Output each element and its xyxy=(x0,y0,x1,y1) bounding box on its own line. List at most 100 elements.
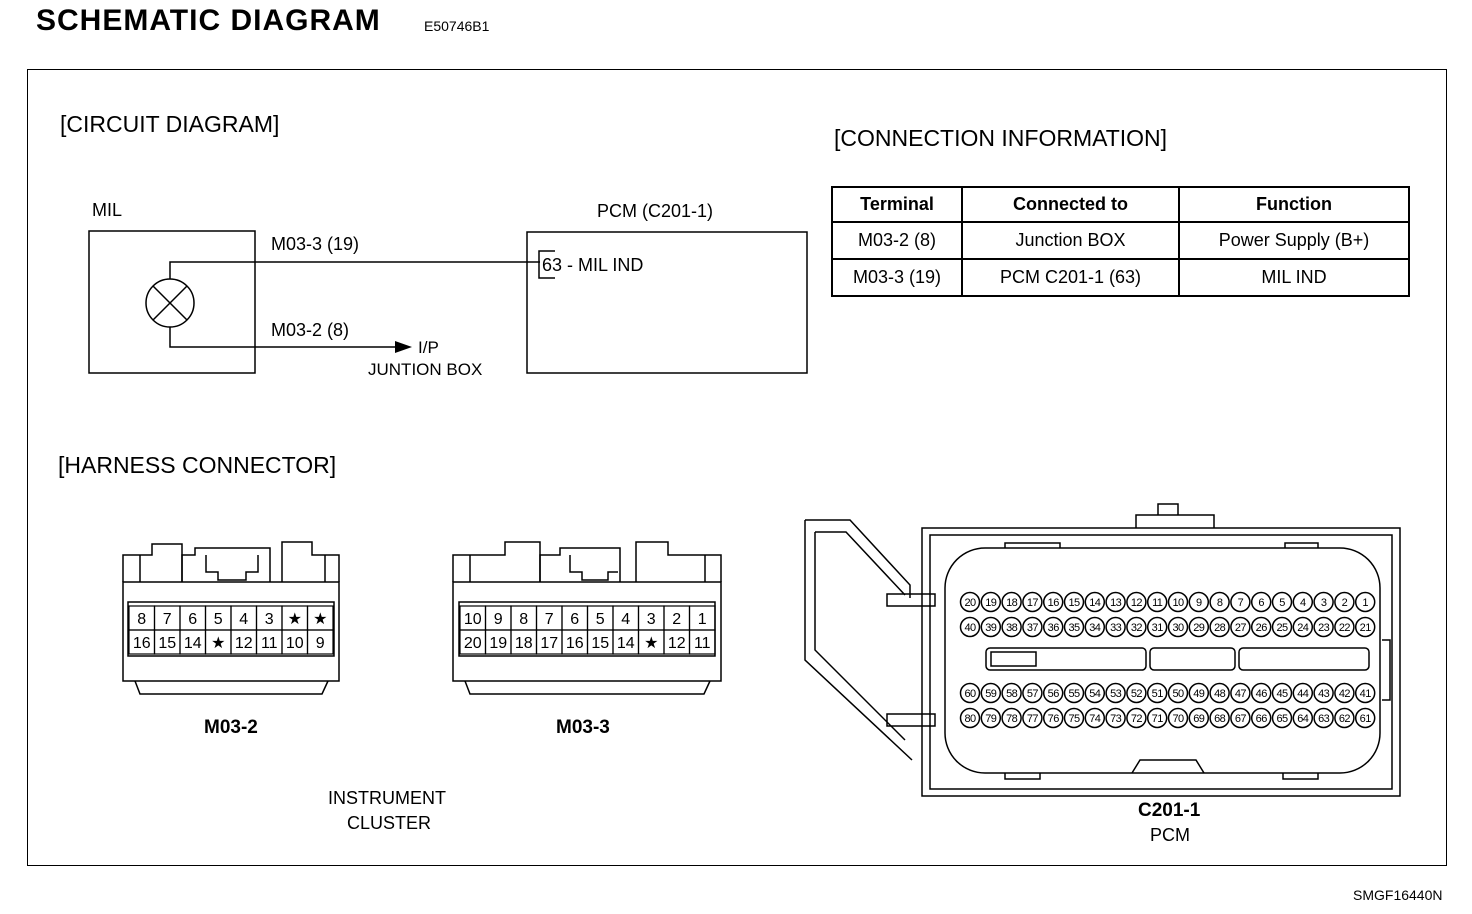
pcm-pin xyxy=(980,591,1002,613)
table-row: M03-3 (19) PCM C201-1 (63) MIL IND xyxy=(831,258,1410,297)
pcm-pin-number: 27 xyxy=(1235,622,1247,634)
pin-number: 3 xyxy=(647,611,656,628)
cluster-label-line2: CLUSTER xyxy=(347,813,432,833)
pin-number: 5 xyxy=(596,611,605,628)
pcm-pin-number: 59 xyxy=(985,688,997,700)
page-title: SCHEMATIC DIAGRAM xyxy=(36,4,381,37)
pin-number: 17 xyxy=(540,635,558,652)
pcm-pin-number: 61 xyxy=(1360,713,1372,725)
pcm-pin-number: 51 xyxy=(1152,688,1164,700)
pin-number: 20 xyxy=(464,635,482,652)
pcm-pin xyxy=(1292,591,1314,613)
arrow-target-line2: JUNTION BOX xyxy=(368,360,483,379)
pcm-pin xyxy=(1022,707,1043,729)
pin-number: 16 xyxy=(133,635,151,652)
pin-number: 9 xyxy=(316,635,325,652)
pcm-pin xyxy=(1042,616,1064,638)
pcm-pin-number: 3 xyxy=(1321,597,1327,609)
pin-number: 16 xyxy=(566,635,584,652)
pcm-pin-number: 44 xyxy=(1297,688,1309,700)
pcm-pin xyxy=(1271,707,1293,729)
pcm-pin xyxy=(980,707,1002,729)
pcm-pin-number: 5 xyxy=(1279,597,1285,609)
pcm-pin-number: 8 xyxy=(1217,597,1223,609)
pcm-pin-number: 40 xyxy=(964,622,976,634)
pcm-pin-number: 66 xyxy=(1256,713,1268,725)
pcm-pin xyxy=(1084,591,1106,613)
pcm-pin-number: 12 xyxy=(1131,597,1143,609)
pcm-pin xyxy=(1001,682,1022,704)
arrow-icon xyxy=(395,341,412,353)
pcm-pin xyxy=(1250,682,1272,704)
connector-m03-2-body xyxy=(122,541,340,695)
pcm-pin xyxy=(1230,616,1251,638)
connector-cavity xyxy=(688,629,716,655)
pcm-pin xyxy=(1063,682,1085,704)
pcm-pin xyxy=(1084,707,1106,729)
pcm-pin-number: 62 xyxy=(1339,713,1351,725)
connection-table: Terminal Connected to Function M03-2 (8)… xyxy=(831,186,1410,297)
pcm-pin-number: 29 xyxy=(1193,622,1205,634)
pcm-pin xyxy=(1271,616,1293,638)
pcm-pin xyxy=(1063,707,1085,729)
pcm-pin-number: 73 xyxy=(1110,713,1122,725)
pin-number: 15 xyxy=(591,635,609,652)
pcm-pin-number: 16 xyxy=(1048,597,1060,609)
pcm-pin xyxy=(1105,616,1126,638)
pcm-pin-number: 7 xyxy=(1238,597,1244,609)
pin-number: ★ xyxy=(644,635,658,652)
pcm-pin xyxy=(980,616,1002,638)
header-function: Function xyxy=(1178,186,1410,223)
pcm-pin xyxy=(1063,591,1085,613)
connector-c201-body xyxy=(804,503,1401,797)
pcm-pin-number: 23 xyxy=(1318,622,1330,634)
pcm-pin-number: 15 xyxy=(1068,597,1080,609)
pin-number: 8 xyxy=(519,611,528,628)
pcm-pin xyxy=(1022,682,1043,704)
pin-number: 10 xyxy=(464,611,482,628)
pcm-pin-number: 75 xyxy=(1068,713,1080,725)
diagram-frame xyxy=(27,69,1447,866)
pin-number: 14 xyxy=(184,635,202,652)
pcm-pin xyxy=(1313,591,1334,613)
pcm-pin-number: 9 xyxy=(1196,597,1202,609)
pcm-pin xyxy=(1271,591,1293,613)
pcm-pin xyxy=(1001,616,1022,638)
pcm-pin xyxy=(1313,682,1334,704)
table-cell: M03-3 (19) xyxy=(831,258,963,297)
pcm-pin xyxy=(1334,616,1355,638)
pin-number: 19 xyxy=(489,635,507,652)
pcm-pin xyxy=(1042,591,1064,613)
pcm-box xyxy=(526,231,808,374)
pin-number: 14 xyxy=(617,635,635,652)
pin-number: ★ xyxy=(288,611,302,628)
pcm-pin xyxy=(1042,682,1064,704)
pcm-pin xyxy=(1354,616,1376,638)
pcm-pin xyxy=(1167,707,1189,729)
pcm-pin-number: 28 xyxy=(1214,622,1226,634)
pin-number: 1 xyxy=(698,611,707,628)
pcm-pin-number: 35 xyxy=(1068,622,1080,634)
pcm-pin xyxy=(1146,707,1168,729)
pin-63-bracket xyxy=(538,250,555,279)
pin-number: ★ xyxy=(313,611,327,628)
pcm-pin-number: 78 xyxy=(1006,713,1018,725)
pcm-pin xyxy=(1126,616,1147,638)
table-cell: Power Supply (B+) xyxy=(1178,221,1410,260)
pcm-pin xyxy=(1105,707,1126,729)
pcm-pin xyxy=(1167,616,1189,638)
pin-number: 2 xyxy=(672,611,681,628)
pin-number: 6 xyxy=(570,611,579,628)
pcm-pin xyxy=(959,591,981,613)
pcm-pin-number: 18 xyxy=(1006,597,1018,609)
pin-number: 7 xyxy=(545,611,554,628)
document-code: E50746B1 xyxy=(424,18,490,34)
pin-number: 3 xyxy=(265,611,274,628)
mil-box xyxy=(88,230,256,374)
pcm-pin-number: 70 xyxy=(1172,713,1184,725)
pcm-pin xyxy=(1250,707,1272,729)
connector-m03-3-body xyxy=(452,541,722,695)
wire-bottom-label: M03-2 (8) xyxy=(271,320,350,340)
